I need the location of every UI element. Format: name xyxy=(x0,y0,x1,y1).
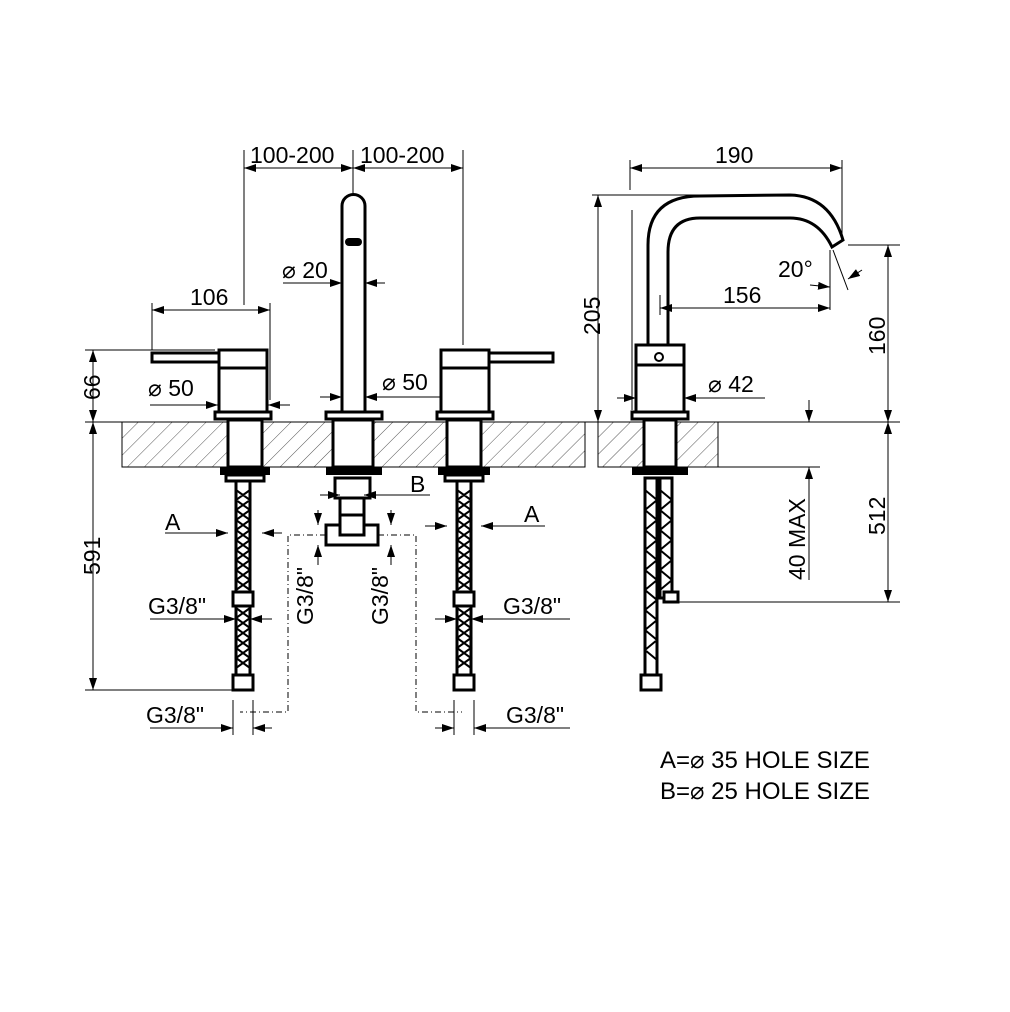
left-hose xyxy=(231,479,255,692)
dimension-lines xyxy=(85,150,900,735)
dim-outlet-reach: 156 xyxy=(723,282,761,308)
dim-spout-reach: 190 xyxy=(715,142,753,168)
dim-spacing-right: 100-200 xyxy=(360,142,444,168)
legend-hole-b: B=⌀ 25 HOLE SIZE xyxy=(660,778,870,805)
thread-right-lower: G3/8" xyxy=(506,702,564,728)
thread-left-upper: G3/8" xyxy=(148,593,206,619)
right-handle xyxy=(435,348,555,483)
dim-angle: 20° xyxy=(778,256,813,282)
label-hole-b: B xyxy=(410,471,425,497)
dim-spout-diameter: ⌀ 20 xyxy=(282,257,328,283)
faucet-side-view xyxy=(630,193,845,692)
thread-center-left: G3/8" xyxy=(292,567,318,625)
label-hole-a-left: A xyxy=(165,509,181,535)
right-hose xyxy=(452,479,476,692)
dim-hose-length: 512 xyxy=(864,497,890,535)
thread-right-upper: G3/8" xyxy=(503,593,561,619)
dim-below-deck: 591 xyxy=(79,537,105,575)
dim-max-deck: 40 MAX xyxy=(784,498,810,580)
left-handle xyxy=(150,348,273,483)
thread-center-right: G3/8" xyxy=(367,567,393,625)
dim-spacing-left: 100-200 xyxy=(250,142,334,168)
dim-total-height: 205 xyxy=(579,297,605,335)
dim-outlet-height: 160 xyxy=(864,317,890,355)
dim-handle-height: 66 xyxy=(79,374,105,400)
spout-front xyxy=(324,193,384,547)
dim-handle-diameter-right: ⌀ 50 xyxy=(382,369,428,395)
dim-base-diameter: ⌀ 42 xyxy=(708,371,754,397)
legend-hole-a: A=⌀ 35 HOLE SIZE xyxy=(660,747,870,774)
dim-lever-length: 106 xyxy=(190,284,228,310)
thread-left-lower: G3/8" xyxy=(146,702,204,728)
dim-handle-diameter-left: ⌀ 50 xyxy=(148,375,194,401)
label-hole-a-right: A xyxy=(524,501,540,527)
